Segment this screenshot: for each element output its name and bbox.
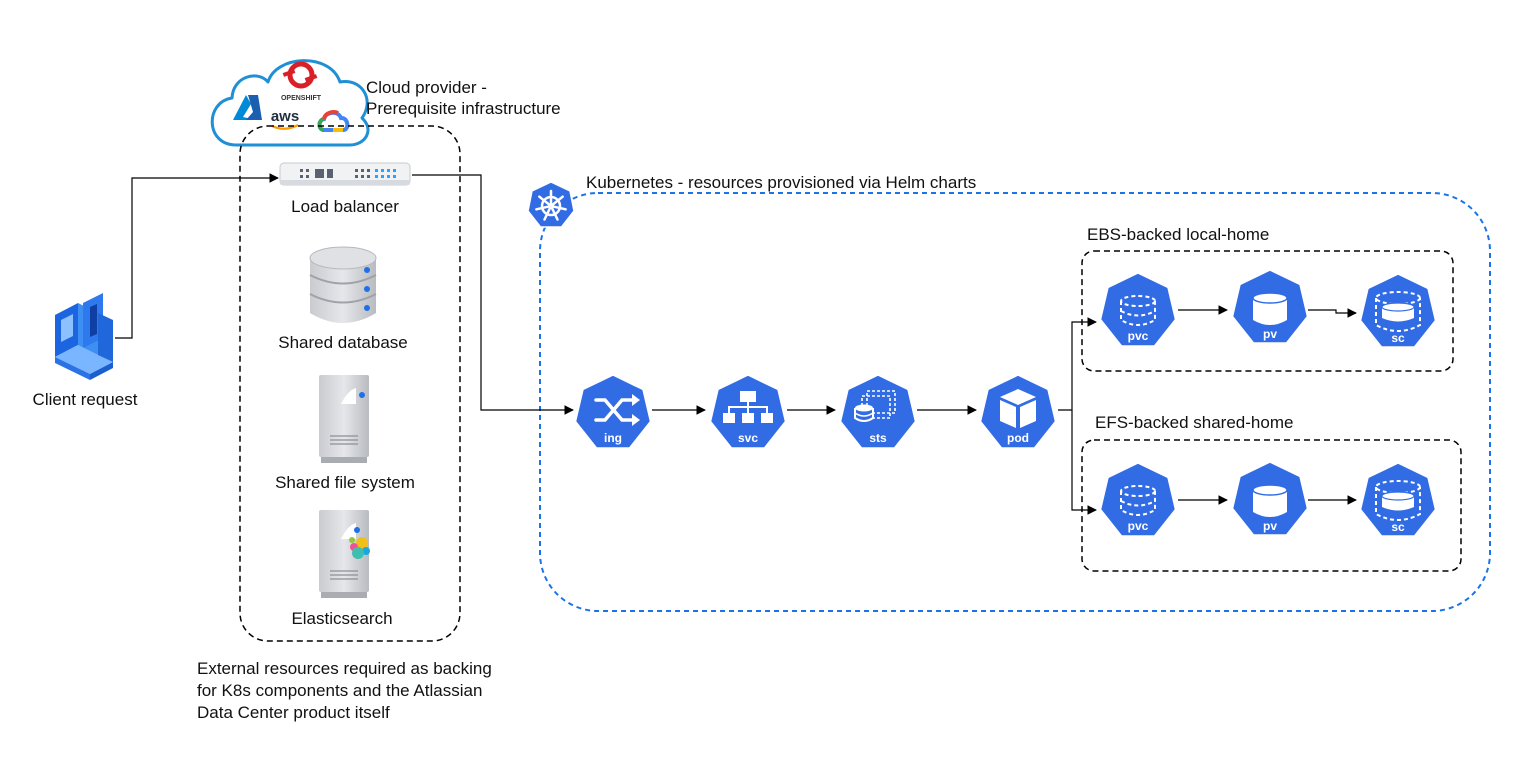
- kubernetes-cluster-group: [539, 192, 1491, 612]
- shared-file-system-label: Shared file system: [275, 473, 415, 492]
- efs-pv-node: pv: [1231, 461, 1309, 536]
- database-icon: [309, 246, 377, 323]
- external-note-line1: External resources required as backing: [197, 659, 492, 678]
- ebs-pv-to-sc-arrow: [1308, 308, 1357, 318]
- file-system-server-icon: [319, 375, 369, 463]
- elasticsearch-server-icon: [319, 510, 370, 598]
- ing-label: ing: [604, 431, 622, 445]
- efs-pvc-node: pvc: [1099, 462, 1177, 537]
- pod-to-efs-arrow: [1071, 410, 1097, 515]
- cloud-provider-title-line1: Cloud provider -: [366, 78, 487, 97]
- shared-database-label: Shared database: [278, 333, 408, 352]
- kubernetes-title: Kubernetes - resources provisioned via H…: [586, 173, 977, 192]
- svc-node: svc: [709, 374, 787, 449]
- pod-node: pod: [979, 374, 1057, 449]
- external-resources-group: [239, 125, 461, 642]
- client-to-lb-arrow: [115, 173, 279, 339]
- external-note-line2: for K8s components and the Atlassian: [197, 681, 483, 700]
- azure-logo: [233, 95, 262, 120]
- load-balancer-icon: [279, 162, 411, 186]
- ing-node: ing: [574, 374, 652, 449]
- ebs-pvc-label: pvc: [1128, 329, 1149, 343]
- efs-sc-label: sc: [1391, 520, 1405, 534]
- pod-to-ebs-arrow: [1058, 317, 1097, 411]
- svg-text:OPENSHIFT: OPENSHIFT: [281, 95, 322, 102]
- lb-to-ing-arrow: [412, 174, 574, 415]
- ebs-pv-label: pv: [1263, 327, 1277, 341]
- ebs-group-title: EBS-backed local-home: [1087, 225, 1270, 244]
- sts-label: sts: [869, 431, 887, 445]
- cloud-provider-title-line2: Prerequisite infrastructure: [366, 99, 561, 118]
- google-cloud-logo: [317, 110, 350, 132]
- client-request-label: Client request: [32, 390, 138, 409]
- ebs-local-home-group: [1081, 250, 1454, 372]
- cloud-provider-icon: OPENSHIFT aws: [210, 59, 370, 147]
- ebs-sc-label: sc: [1391, 331, 1405, 345]
- kubernetes-logo: [527, 181, 575, 228]
- svg-text:aws: aws: [271, 108, 299, 125]
- ebs-pvc-node: pvc: [1099, 272, 1177, 347]
- ebs-sc-node: sc: [1359, 273, 1437, 348]
- efs-group-title: EFS-backed shared-home: [1095, 413, 1294, 432]
- elasticsearch-label: Elasticsearch: [291, 609, 393, 628]
- efs-pvc-label: pvc: [1128, 519, 1149, 533]
- aws-logo: aws: [271, 108, 299, 130]
- openshift-logo: OPENSHIFT: [281, 61, 322, 102]
- ebs-pv-node: pv: [1231, 269, 1309, 344]
- efs-sc-node: sc: [1359, 462, 1437, 537]
- external-note-line3: Data Center product itself: [197, 703, 390, 722]
- client-icon: [55, 293, 113, 380]
- pod-label: pod: [1007, 431, 1029, 445]
- sts-node: sts: [839, 374, 917, 449]
- connectors: [115, 173, 1357, 515]
- efs-pv-label: pv: [1263, 519, 1277, 533]
- svc-label: svc: [738, 431, 758, 445]
- load-balancer-label: Load balancer: [291, 197, 399, 216]
